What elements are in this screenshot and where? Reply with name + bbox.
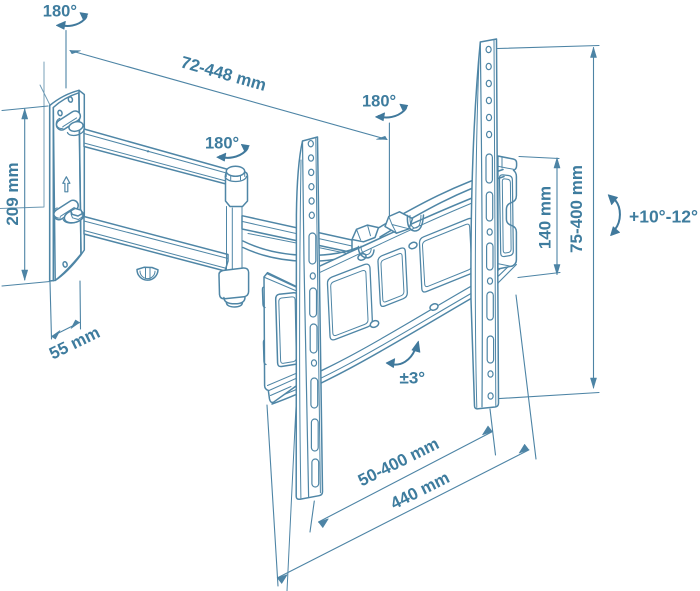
svg-text:140 mm: 140 mm <box>536 186 555 249</box>
svg-text:75-400 mm: 75-400 mm <box>567 165 586 253</box>
svg-text:440 mm: 440 mm <box>387 468 452 513</box>
svg-text:180°: 180° <box>205 134 239 152</box>
svg-text:180°: 180° <box>362 92 396 110</box>
svg-text:55 mm: 55 mm <box>46 323 103 364</box>
svg-text:72-448 mm: 72-448 mm <box>179 53 269 95</box>
svg-text:180°: 180° <box>43 2 77 20</box>
svg-text:209 mm: 209 mm <box>3 162 22 225</box>
svg-text:±3°: ±3° <box>400 369 426 388</box>
svg-text:+10°-12°: +10°-12° <box>629 206 698 226</box>
